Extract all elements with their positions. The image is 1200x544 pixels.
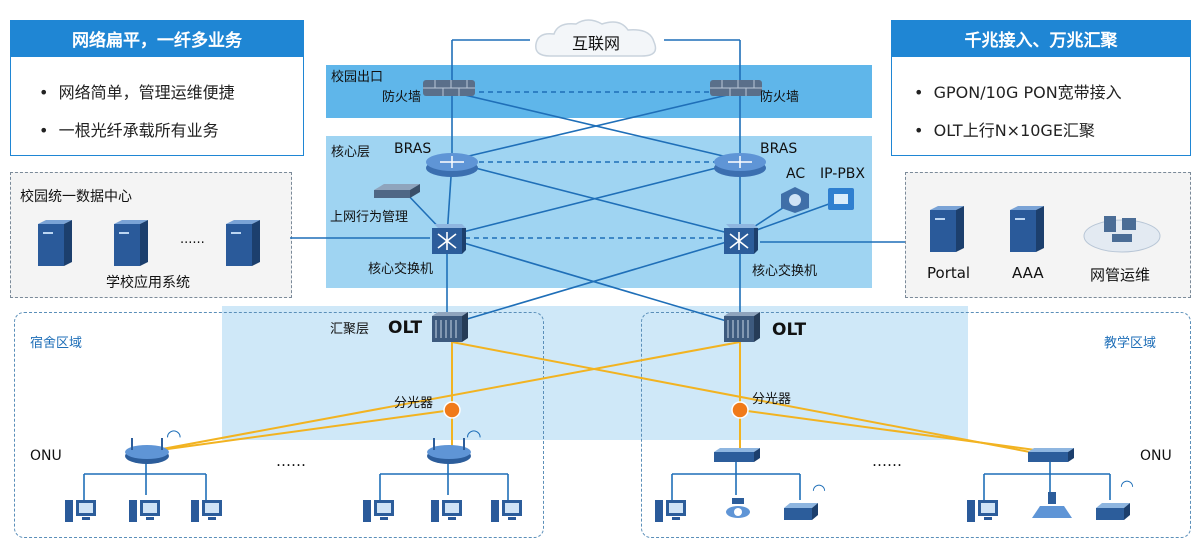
server-icon xyxy=(34,218,74,268)
onu-left-label: ONU xyxy=(30,448,62,464)
nms-label: 网管运维 xyxy=(1090,266,1151,284)
server-icon xyxy=(926,204,966,254)
core-switch-icon xyxy=(428,220,468,256)
olt-icon xyxy=(720,310,764,344)
bras-right-label: BRAS xyxy=(760,141,798,157)
access-point-icon xyxy=(780,500,820,522)
teach-zone-label: 教学区域 xyxy=(1104,336,1157,351)
wifi-icon: ◠ xyxy=(1120,476,1134,495)
internet-cloud: 互联网 xyxy=(530,18,664,62)
pc-icon xyxy=(654,496,688,526)
aggregation-label: 汇聚层 xyxy=(330,322,370,337)
splitter-left-label: 分光器 xyxy=(394,396,434,411)
pc-icon xyxy=(128,496,162,526)
aaa-label: AAA xyxy=(1012,264,1044,282)
onu-right-label: ONU xyxy=(1140,448,1172,464)
splitter-icon xyxy=(730,400,750,420)
core-switch-icon xyxy=(720,220,760,256)
pc-icon xyxy=(190,496,224,526)
wifi-onu-icon xyxy=(424,436,474,466)
left-bullet-2: • 一根光纤承载所有业务 xyxy=(39,121,219,140)
pc-icon xyxy=(430,496,464,526)
camera-icon xyxy=(724,496,752,524)
olt-right-label: OLT xyxy=(772,320,807,340)
firewall-right-label: 防火墙 xyxy=(760,90,800,105)
wifi-icon: ◠ xyxy=(812,480,826,499)
right-panel: • GPON/10G PON宽带接入 • OLT上行N×10GE汇聚 xyxy=(891,56,1191,156)
internet-label: 互联网 xyxy=(572,34,621,53)
server-icon xyxy=(222,218,262,268)
right-bullet-2: • OLT上行N×10GE汇聚 xyxy=(914,121,1095,140)
portal-label: Portal xyxy=(927,264,971,282)
dorm-zone-label: 宿舍区域 xyxy=(30,336,83,351)
ippbx-icon xyxy=(826,186,856,212)
right-panel-title: 千兆接入、万兆汇聚 xyxy=(891,20,1191,56)
olt-left-label: OLT xyxy=(388,318,423,338)
firewall-icon xyxy=(421,76,477,100)
ellipsis-left: …… xyxy=(276,452,306,470)
router-icon xyxy=(424,148,480,178)
pc-icon xyxy=(362,496,396,526)
core-switch-right-label: 核心交换机 xyxy=(752,264,818,279)
network-management-icon xyxy=(1082,208,1162,254)
ippbx-label: IP-PBX xyxy=(820,166,865,182)
router-icon xyxy=(712,148,768,178)
pc-icon xyxy=(490,496,524,526)
behavior-mgmt-label: 上网行为管理 xyxy=(330,210,409,225)
left-bullet-1: • 网络简单，管理运维便捷 xyxy=(39,83,235,102)
server-icon xyxy=(1006,204,1046,254)
splitter-right-label: 分光器 xyxy=(752,392,792,407)
wifi-onu-icon xyxy=(122,436,172,466)
onu-switch-icon xyxy=(1024,446,1076,464)
olt-icon xyxy=(428,310,472,344)
left-panel: • 网络简单，管理运维便捷 • 一根光纤承载所有业务 xyxy=(10,56,304,156)
projector-icon xyxy=(1030,490,1074,522)
app-system-label: 学校应用系统 xyxy=(106,275,190,291)
firewall-left-label: 防火墙 xyxy=(382,90,422,105)
ellipsis-right: …… xyxy=(872,452,902,470)
wifi-icon: ◠ xyxy=(166,426,182,447)
wifi-icon: ◠ xyxy=(466,426,482,447)
splitter-icon xyxy=(442,400,462,420)
ac-label: AC xyxy=(786,166,806,182)
teach-zone xyxy=(641,312,1191,538)
campus-exit-label: 校园出口 xyxy=(331,70,384,85)
firewall-icon xyxy=(708,76,764,100)
datacenter-title: 校园统一数据中心 xyxy=(20,189,132,205)
server-icon xyxy=(110,218,150,268)
core-switch-left-label: 核心交换机 xyxy=(368,262,434,277)
ac-icon xyxy=(780,186,810,214)
core-layer-label: 核心层 xyxy=(331,145,371,160)
access-point-icon xyxy=(1092,500,1132,522)
dorm-zone xyxy=(14,312,544,538)
datacenter-dots: ...... xyxy=(180,232,205,247)
left-panel-title: 网络扁平，一纤多业务 xyxy=(10,20,304,56)
onu-switch-icon xyxy=(710,446,762,464)
right-bullet-1: • GPON/10G PON宽带接入 xyxy=(914,83,1122,102)
pc-icon xyxy=(64,496,98,526)
behavior-mgmt-icon xyxy=(372,182,422,200)
pc-icon xyxy=(966,496,1000,526)
aggregation-band xyxy=(222,306,968,440)
bras-left-label: BRAS xyxy=(394,141,432,157)
